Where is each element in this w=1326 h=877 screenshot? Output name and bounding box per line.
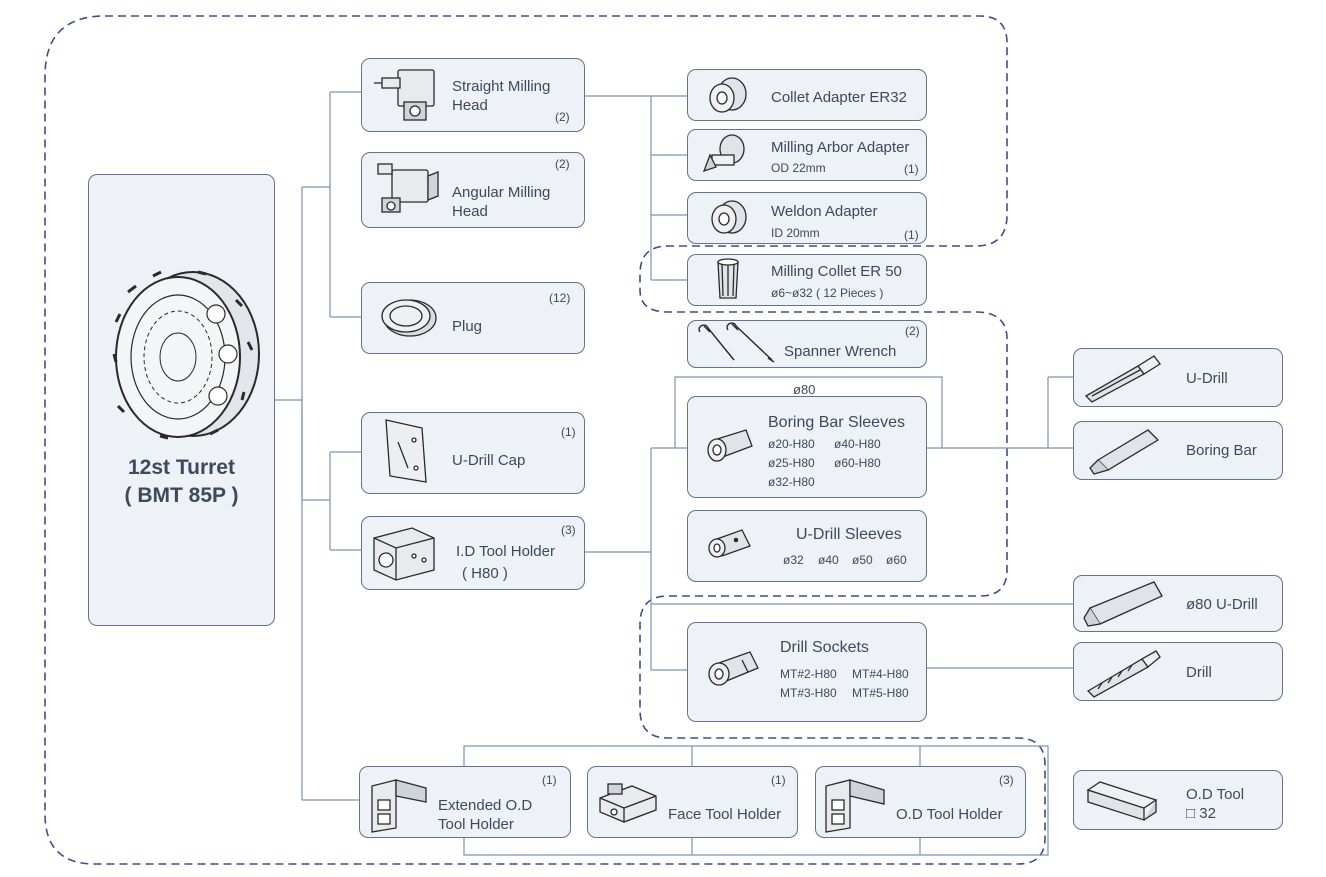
spanner-wrench-title: Spanner Wrench <box>784 343 897 360</box>
id-tool-holder-illustration <box>373 527 435 581</box>
od-tool-illustration <box>1086 781 1158 821</box>
boring-bar-sleeves-size: ø80 <box>793 382 816 397</box>
udrill-sleeves-size-4: ø60 <box>886 553 907 567</box>
udrill-sleeves-size-2: ø40 <box>818 553 839 567</box>
boring-bar-sleeves-illustration <box>707 429 753 462</box>
boring-bar-sleeves-title: Boring Bar Sleeves <box>768 414 905 431</box>
udrill-sleeves-title: U-Drill Sleeves <box>796 526 902 543</box>
milling-collet-er50-spec: ø6~ø32 ( 12 Pieces ) <box>771 286 884 300</box>
udrill-cap-illustration <box>385 419 427 483</box>
boring-bar-sleeves-spec-4: ø60-H80 <box>834 456 881 470</box>
drill-sockets-illustration <box>708 651 759 686</box>
turret-title: 12st Turret <box>128 456 235 479</box>
udrill-80-title: ø80 U-Drill <box>1186 596 1258 613</box>
boring-bar-sleeves-spec-5: ø32-H80 <box>768 475 815 489</box>
od-tool-holder-illustration <box>825 779 885 833</box>
udrill-title: U-Drill <box>1186 370 1228 387</box>
od-tool-size: □ 32 <box>1186 805 1216 822</box>
drill-sockets-spec-1: MT#2-H80 <box>780 667 837 681</box>
angular-milling-head-illustration <box>377 163 439 213</box>
udrill-sleeves-size-3: ø50 <box>852 553 873 567</box>
milling-arbor-adapter-illustration <box>702 134 745 173</box>
collet-adapter-er32-title: Collet Adapter ER32 <box>771 89 907 106</box>
drill-title: Drill <box>1186 664 1212 681</box>
plug-illustration <box>381 299 437 337</box>
angular-milling-head-title: Angular Milling <box>452 184 551 201</box>
boring-bar-illustration <box>1089 429 1160 475</box>
id-tool-holder-qty: (3) <box>561 523 576 537</box>
od-tool-title: O.D Tool <box>1186 786 1245 803</box>
od-tool-holder-title: O.D Tool Holder <box>896 806 1003 823</box>
weldon-adapter-spec: ID 20mm <box>771 226 820 240</box>
drill-sockets-spec-2: MT#4-H80 <box>852 667 909 681</box>
id-tool-holder-title-2: ( H80 ) <box>462 565 508 582</box>
collet-adapter-er32-illustration <box>709 77 747 113</box>
face-tool-holder-title: Face Tool Holder <box>668 806 782 823</box>
straight-milling-head-qty: (2) <box>555 110 570 124</box>
weldon-adapter-qty: (1) <box>904 228 919 242</box>
od-tool-holder-qty: (3) <box>999 773 1014 787</box>
udrill-box <box>1073 348 1283 407</box>
plug-qty: (12) <box>549 291 571 305</box>
drill-box <box>1073 642 1283 701</box>
turret-illustration <box>112 270 260 440</box>
weldon-adapter-title: Weldon Adapter <box>771 203 878 220</box>
milling-collet-er50-illustration <box>717 258 739 299</box>
drill-illustration <box>1086 650 1161 698</box>
drill-sockets-title: Drill Sockets <box>780 639 869 656</box>
angular-milling-head-qty: (2) <box>555 157 570 171</box>
extended-od-tool-holder-title-2: Tool Holder <box>438 816 514 833</box>
extended-od-tool-holder-title: Extended O.D <box>438 797 533 814</box>
extended-od-tool-holder-illustration <box>371 779 427 833</box>
outer-dashed-group <box>44 15 1046 865</box>
boring-bar-sleeves-spec-2: ø40-H80 <box>834 437 881 451</box>
udrill-cap-title: U-Drill Cap <box>452 452 526 469</box>
udrill-illustration <box>1084 355 1161 403</box>
boring-bar-title: Boring Bar <box>1186 442 1257 459</box>
boring-bar-sleeves-spec-1: ø20-H80 <box>768 437 815 451</box>
turret-model: ( BMT 85P ) <box>124 484 239 507</box>
weldon-adapter-illustration <box>711 200 747 234</box>
boring-bar-sleeves-spec-3: ø25-H80 <box>768 456 815 470</box>
angular-milling-head-title-2: Head <box>452 203 488 220</box>
udrill-sleeves-size-1: ø32 <box>783 553 804 567</box>
milling-collet-er50-title: Milling Collet ER 50 <box>771 263 902 280</box>
spanner-wrench-illustration <box>698 322 775 363</box>
milling-arbor-adapter-qty: (1) <box>904 162 919 176</box>
face-tool-holder-qty: (1) <box>771 773 786 787</box>
udrill-cap-qty: (1) <box>561 425 576 439</box>
extended-od-tool-holder-qty: (1) <box>542 773 557 787</box>
straight-milling-head-title: Straight Milling <box>452 78 551 95</box>
spanner-wrench-qty: (2) <box>905 324 920 338</box>
drill-sockets-spec-4: MT#5-H80 <box>852 686 909 700</box>
face-tool-holder-illustration <box>599 783 657 823</box>
udrill-sleeves-illustration <box>708 529 751 558</box>
id-tool-holder-title: I.D Tool Holder <box>456 543 555 560</box>
straight-milling-head-title-2: Head <box>452 97 488 114</box>
milling-arbor-adapter-spec: OD 22mm <box>771 161 826 175</box>
milling-arbor-adapter-title: Milling Arbor Adapter <box>771 139 910 156</box>
straight-milling-head-illustration <box>374 69 435 121</box>
drill-sockets-spec-3: MT#3-H80 <box>780 686 837 700</box>
plug-title: Plug <box>452 318 483 335</box>
udrill-80-illustration <box>1083 581 1163 627</box>
